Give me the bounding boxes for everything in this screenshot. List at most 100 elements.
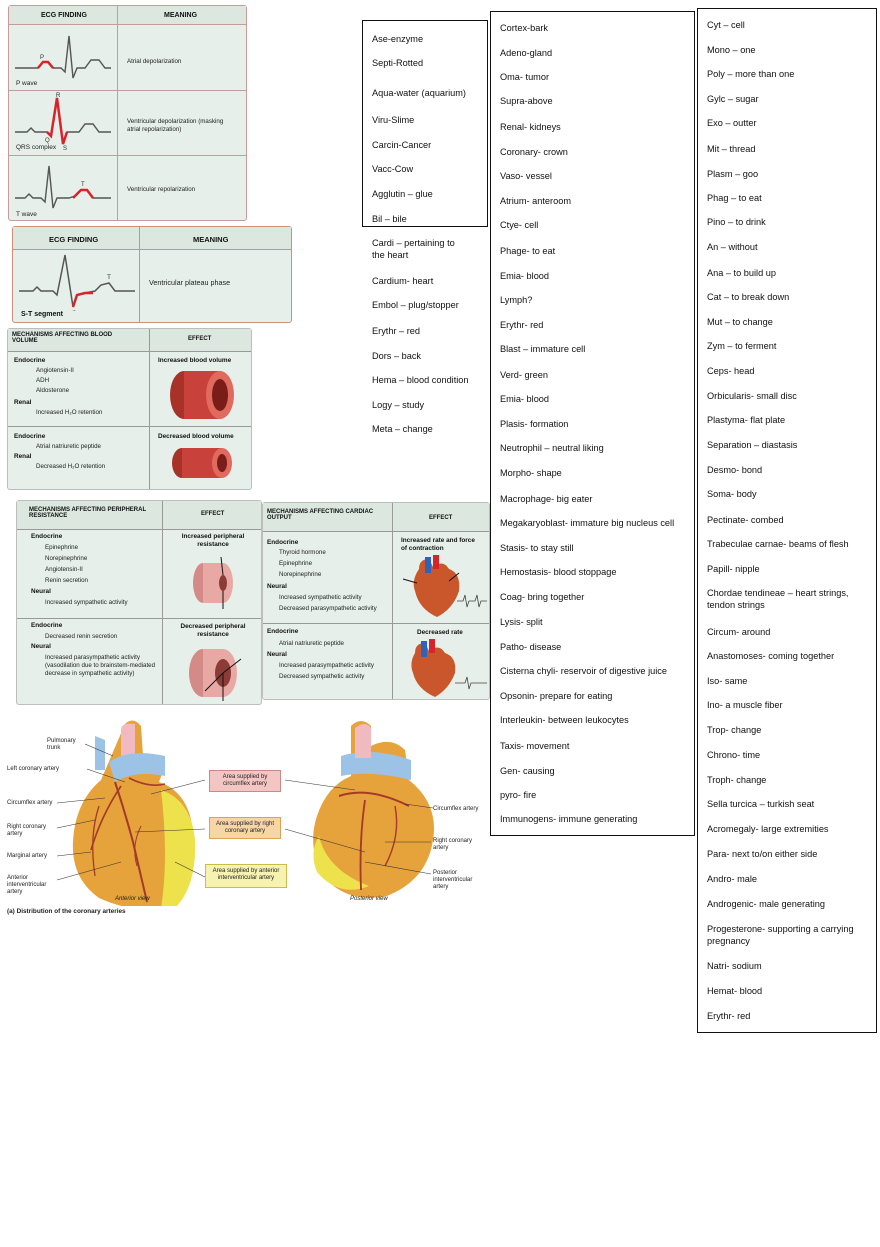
peripheral-resistance-table: MECHANISMS AFFECTING PERIPHERAL RESISTAN… [16, 500, 262, 705]
ecg-meaning-st: Ventricular plateau phase [149, 278, 231, 287]
term-item: Morpho- shape [500, 468, 562, 478]
term-item: Iso- same [707, 676, 748, 686]
ecg-table-2: ECG FINDING MEANING T S S-T segment Vent… [12, 226, 292, 323]
bv-r1-item: Aldosterone [36, 387, 70, 394]
term-item: Vaso- vessel [500, 171, 552, 181]
co-r2-effect: Decreased rate [417, 629, 463, 636]
bv-r2-item: Atrial natriuretic peptide [36, 443, 102, 450]
pr-r1-item: Epinephrine [45, 544, 79, 551]
term-item: Renal- kidneys [500, 122, 561, 132]
leader-lines [56, 743, 434, 881]
term-item: Poly – more than one [707, 69, 795, 79]
ecg-label-st: S-T segment [21, 311, 64, 318]
ecg-meaning-p-wave: Atrial depolarization [127, 58, 182, 65]
ecg-label-p-wave: P wave [16, 80, 38, 87]
co-r2-neural: Neural [267, 651, 287, 658]
term-item: Vacc-Cow [372, 164, 414, 174]
ecg-header-finding: ECG FINDING [41, 12, 87, 19]
co-r2-neural-item: Decreased sympathetic activity [279, 673, 365, 680]
label-circumflex-artery-right: Circumflex artery [433, 806, 479, 812]
term-item: Oma- tumor [500, 72, 550, 82]
term-item: Neutrophil – neutral liking [500, 443, 604, 453]
term-item: Aqua-water (aquarium) [372, 88, 466, 98]
term-item: Trabeculae carnae- beams of flesh [707, 539, 849, 549]
term-item: Lysis- split [500, 617, 543, 627]
ecg-label-qrs: QRS complex [16, 144, 57, 151]
ecg2-header-meaning: MEANING [193, 235, 229, 244]
ecg-table-1: ECG FINDING MEANING P P wave Atrial depo… [8, 5, 247, 221]
ecg-qrs-trace: R Q S [15, 93, 111, 152]
ecg-label-t-wave: T wave [16, 211, 37, 218]
col1-box [362, 20, 488, 227]
term-item: Stasis- to stay still [500, 543, 574, 553]
co-r1-effect: Increased rate and force of contraction [401, 537, 475, 552]
co-r1-neural: Neural [267, 583, 287, 590]
term-item: Hemostasis- blood stoppage [500, 567, 617, 577]
label-circumflex-artery-left: Circumflex artery [7, 800, 53, 806]
term-item: Ase-enzyme [372, 34, 424, 44]
label-right-coronary-artery-right: Right coronary artery [433, 838, 473, 851]
term-item: Erythr- red [707, 1011, 751, 1021]
bv-r1-endocrine: Endocrine [14, 357, 46, 364]
term-item: Anastomoses- coming together [707, 651, 835, 661]
co-r2-item: Atrial natriuretic peptide [279, 640, 345, 647]
col2-box [490, 11, 695, 836]
term-item: Erythr- red [500, 320, 544, 330]
pr-header-effect: EFFECT [201, 511, 225, 517]
term-item: Andro- male [707, 874, 758, 884]
term-item: Supra-above [500, 96, 553, 106]
term-item: Taxis- movement [500, 741, 570, 751]
term-item: Lymph? [500, 295, 533, 305]
label-right-coronary-artery-left: Right coronary artery [7, 824, 47, 837]
pr-header-mechanisms: MECHANISMS AFFECTING PERIPHERAL RESISTAN… [29, 507, 147, 519]
term-item: pyro- fire [500, 790, 537, 800]
term-item: Soma- body [707, 489, 757, 499]
term-item: Agglutin – glue [372, 189, 433, 199]
term-item: Zym – to ferment [707, 341, 777, 351]
term-item: Emia- blood [500, 271, 550, 281]
vessel-dilated-icon [170, 371, 234, 419]
term-item: Orbicularis- small disc [707, 391, 797, 401]
bv-r1-renal-item: Increased H₂O retention [36, 409, 103, 416]
term-item: Progesterone- supporting a carrying preg… [707, 924, 854, 946]
vessel-constricted-rings-icon [193, 556, 233, 609]
term-item: Trop- change [707, 725, 762, 735]
pr-r2-effect: Decreased peripheral resistance [180, 623, 246, 638]
term-item: Cisterna chyli- reservoir of digestive j… [500, 666, 667, 676]
term-item: Megakaryoblast- immature big nucleus cel… [500, 518, 675, 528]
term-item: Phage- to eat [500, 246, 556, 256]
co-r2-endocrine: Endocrine [267, 628, 299, 635]
term-item: Acromegaly- large extremities [707, 824, 829, 834]
bv-header-effect: EFFECT [188, 336, 212, 342]
pr-r1-neural: Neural [31, 588, 51, 595]
heart-anterior-illustration [72, 720, 196, 906]
term-item: Opsonin- prepare for eating [500, 691, 613, 701]
term-item: Ceps- head [707, 366, 755, 376]
ecg-mark-r: R [56, 93, 61, 99]
co-header-mechanisms: MECHANISMS AFFECTING CARDIAC OUTPUT [267, 509, 374, 521]
pr-r2-item: Decreased renin secretion [45, 633, 118, 640]
bv-r2-renal-item: Decreased H₂O retention [36, 463, 106, 470]
label-anterior-view: Anterior view [115, 896, 150, 902]
heart-fast-icon [402, 555, 487, 617]
label-posterior-interventricular-artery: Posterior interventricular artery [433, 870, 473, 890]
co-r1-item: Epinephrine [279, 560, 313, 567]
term-item: An – without [707, 242, 758, 252]
term-item: Adeno-gland [500, 48, 553, 58]
pr-r1-item: Renin secretion [45, 577, 88, 584]
term-item: Troph- change [707, 775, 767, 785]
term-item: Cortex-bark [500, 23, 548, 33]
term-item: Mono – one [707, 45, 756, 55]
term-item: Chrono- time [707, 750, 761, 760]
cardiac-output-table: MECHANISMS AFFECTING CARDIAC OUTPUT EFFE… [262, 502, 490, 700]
term-item: Mit – thread [707, 144, 756, 154]
label-posterior-view: Posterior view [350, 896, 388, 902]
pr-r1-neural-item: Increased sympathetic activity [45, 599, 128, 606]
figure-caption: (a) Distribution of the coronary arterie… [7, 908, 126, 915]
ecg2-header-finding: ECG FINDING [49, 235, 99, 244]
label-anterior-interventricular-artery: Anterior interventricular artery [7, 875, 47, 895]
term-item: Septi-Rotted [372, 58, 424, 68]
ecg2-mark-t: T [107, 274, 111, 281]
term-item: Viru-Slime [372, 115, 415, 125]
term-item: Desmo- bond [707, 465, 763, 475]
